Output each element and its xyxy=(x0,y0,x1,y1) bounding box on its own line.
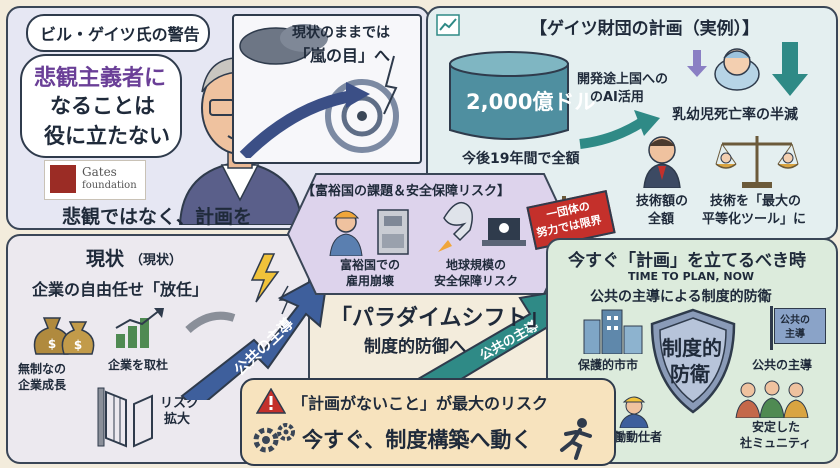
risk-item-1-line-1: 富裕国での xyxy=(340,258,401,272)
slogan: 悲観ではなく、計画を xyxy=(62,206,253,228)
quote-line-3: 役に立たない xyxy=(44,124,170,148)
bottom-action: 今すぐ、制度構築へ動く xyxy=(302,428,533,452)
shield-line-1: 制度的 xyxy=(662,336,722,360)
money-cylinder xyxy=(449,51,569,140)
unchecked-line-1: 無制なの xyxy=(18,362,67,376)
unchecked-line-2: 企業成長 xyxy=(18,378,67,392)
gears-icon xyxy=(253,423,295,453)
ai-line-2: のAI活用 xyxy=(590,90,644,105)
chart-icon xyxy=(436,14,460,36)
plan-title: 今すぐ「計画」を立てるべき時 xyxy=(568,251,806,271)
risks-title: 【富裕国の課題＆安全保障リスク】 xyxy=(302,184,511,199)
full-amount-line-2: 全額 xyxy=(648,212,675,227)
protective-city: 保護的市市 xyxy=(578,358,639,372)
risk-item-2-line-2: 安全保障リスク xyxy=(434,274,519,288)
running-person-icon xyxy=(560,418,592,460)
quote-line-2: なることは xyxy=(50,94,155,118)
plan-subtitle: 公共の主導による制度的防衛 xyxy=(590,289,772,305)
svg-text:$: $ xyxy=(48,337,56,351)
businessman-icon xyxy=(643,136,681,188)
bar-growth-icon xyxy=(115,308,164,348)
public-lead: 公共の主導 xyxy=(752,358,813,372)
community-icon xyxy=(735,380,809,418)
plan-en: TIME TO PLAN, NOW xyxy=(628,270,755,283)
warning-title-bubble xyxy=(26,14,210,52)
mortality: 乳幼児死亡率の半減 xyxy=(672,107,798,123)
city-buildings-icon xyxy=(583,309,643,354)
flag-line-1: 公共の xyxy=(780,315,810,326)
blue-rising-arrow xyxy=(180,270,328,400)
shield-icon xyxy=(650,308,736,414)
baby-icon xyxy=(714,48,760,91)
bottom-banner xyxy=(240,378,616,466)
paradigm-subtitle: 制度的防御へ xyxy=(364,337,466,357)
worker-icon xyxy=(619,396,649,428)
logo-text-1: Gates xyxy=(82,165,117,179)
equalizer-line-2: 平等化ツール」に xyxy=(702,212,807,227)
foundation-amount: 2,000億ドル xyxy=(466,90,596,114)
quote-line-1: 悲観主義者に xyxy=(34,66,167,91)
full-amount-line-1: 技術額の xyxy=(636,194,689,209)
storm-icon xyxy=(239,24,399,158)
foundation-period: 今後19年間で全額 xyxy=(462,151,580,167)
current-title-sub: （現状） xyxy=(130,253,183,268)
logo-text-2: foundation xyxy=(82,180,137,191)
down-arrow-large-icon xyxy=(772,42,808,96)
bottom-risk-line: 「計画がないこと」が最大のリスク xyxy=(292,394,549,413)
warning-icon xyxy=(256,388,286,414)
svg-text:$: $ xyxy=(74,338,82,352)
public-flag xyxy=(774,308,826,344)
logo-mark xyxy=(50,165,76,193)
corp-gain: 企業を取杜 xyxy=(108,358,169,372)
current-title: 現状 xyxy=(86,248,125,270)
equalizer-line-1: 技術を「最大の xyxy=(710,194,802,209)
storm-line-1: 現状のままでは xyxy=(292,25,390,41)
public-flag-pole xyxy=(770,306,773,350)
balance-scale-icon xyxy=(715,136,799,188)
quote-bubble xyxy=(20,54,182,158)
risk-item-2-line-1: 地球規模の xyxy=(446,258,507,272)
community-line-1: 安定した xyxy=(752,420,801,434)
down-arrow-icon xyxy=(687,50,707,77)
money-bags-icon: $ $ xyxy=(33,317,95,355)
flag-line-2: 主導 xyxy=(785,329,805,340)
risk-line-2: 拡大 xyxy=(164,412,191,427)
foundation-title: 【ゲイツ財団の計画（実例）】 xyxy=(530,19,760,39)
shield-line-2: 防衛 xyxy=(670,362,710,386)
ai-line-1: 開発途上国への xyxy=(577,72,669,87)
broken-gate-icon xyxy=(97,387,153,448)
risk-item-1-line-2: 雇用崩壊 xyxy=(346,274,395,288)
workers: 働動仕者 xyxy=(614,430,663,444)
storm-line-2: 「嵐の目」へ xyxy=(294,46,391,65)
community-line-2: 社ミュニティ xyxy=(740,436,812,450)
robot-worker-icon xyxy=(329,209,409,256)
paradigm-title: 「パラダイムシフト」 xyxy=(330,306,550,331)
warning-title: ビル・ゲイツ氏の警告 xyxy=(40,25,200,44)
arrow-to-results xyxy=(579,110,660,149)
current-subtitle: 企業の自由任せ「放任」 xyxy=(32,280,209,299)
rocket-laptop-icon xyxy=(438,201,526,252)
